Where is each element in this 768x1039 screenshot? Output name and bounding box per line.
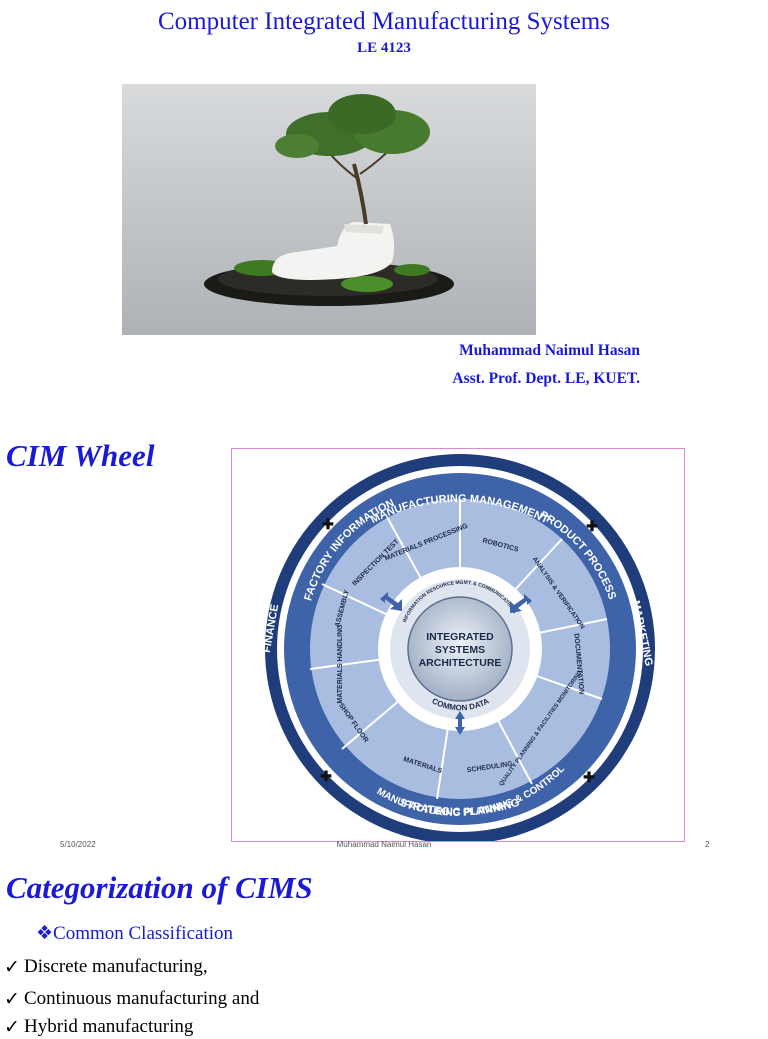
hub [407,596,513,702]
plus-marker-icon: ✚ [583,769,595,785]
check-icon: ✓ [4,989,20,1010]
course-code: LE 4123 [357,40,411,56]
center-line-3: ARCHITECTURE [419,657,502,669]
author-affiliation: Asst. Prof. Dept. LE, KUET. [452,370,640,387]
segment-materials-handling: MATERIALS HANDLING [337,624,344,704]
tree-in-shoe-photo [122,84,536,335]
arrow-down-icon [455,711,465,735]
categorization-title: Categorization of CIMS [6,870,313,905]
center-line-2: SYSTEMS [435,644,485,656]
check-icon: ✓ [4,1017,20,1038]
footer-author: Muhammad Naimul Hasan [336,840,432,849]
cim-wheel-diagram: MANUFACTURING MANAGEMENT STRATEGIC PLANN… [231,448,685,844]
arrow-left-icon [380,592,402,611]
list-item-discrete: Discrete manufacturing, [24,956,208,977]
arrow-right-icon [510,594,532,613]
check-icon: ✓ [4,957,20,978]
author-name: Muhammad Naimul Hasan [459,342,640,359]
plus-marker-icon: ✚ [586,518,598,534]
center-line-1: INTEGRATED [426,631,494,643]
footer-page-number: 2 [705,840,710,849]
plus-marker-icon: ✚ [320,768,332,784]
course-title: Computer Integrated Manufacturing System… [158,8,610,35]
list-item-hybrid: Hybrid manufacturing [24,1016,194,1037]
list-item-continuous: Continuous manufacturing and [24,988,260,1009]
cim-wheel-title: CIM Wheel [6,438,155,473]
footer-date: 5/10/2022 [60,840,96,849]
plus-marker-icon: ✚ [322,516,334,532]
subheading-common-classification: ❖Common Classification [36,923,233,944]
